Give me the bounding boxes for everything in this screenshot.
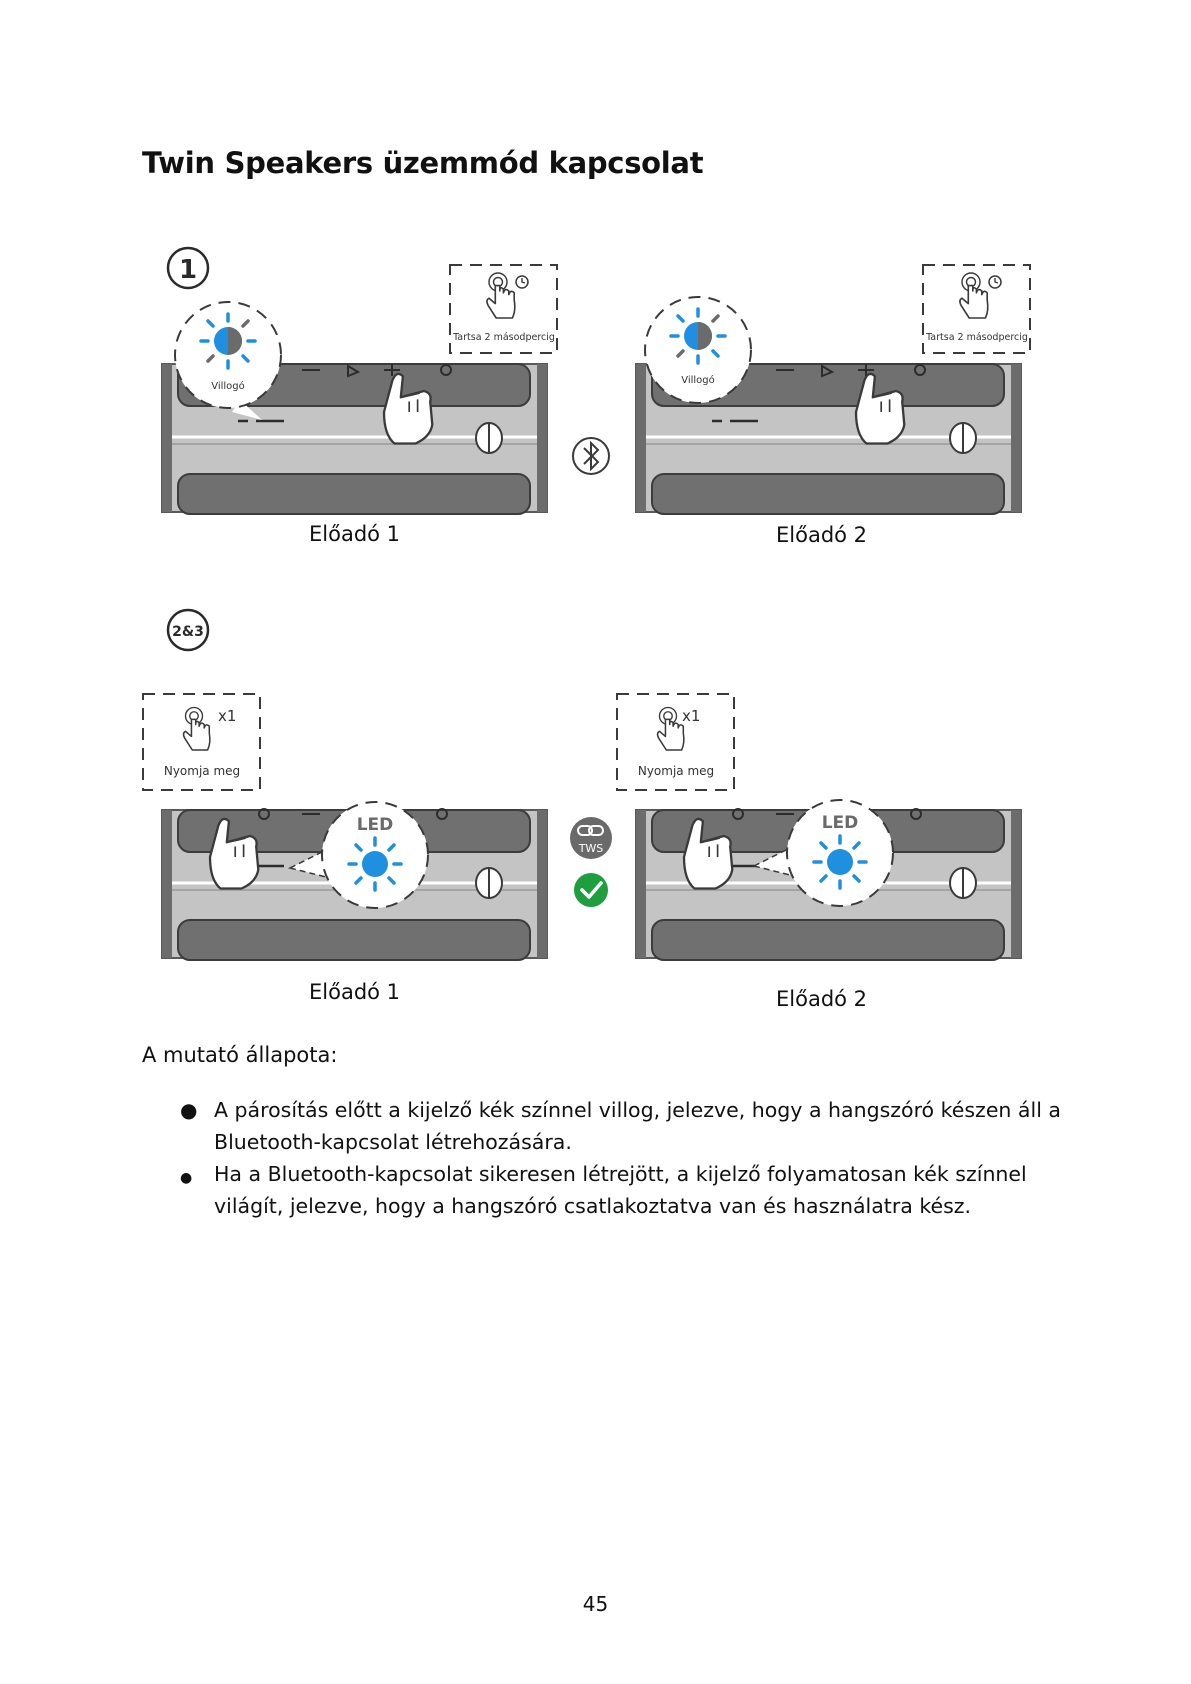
list-item-text: Ha a Bluetooth-kapcsolat sikeresen létre… xyxy=(214,1162,1027,1218)
bullet-icon: ● xyxy=(180,1098,198,1122)
press-count-left: x1 xyxy=(218,707,236,725)
indicator-list: ● A párosítás előtt a kijelző kék színne… xyxy=(142,1094,1062,1222)
page-title: Twin Speakers üzemmód kapcsolat xyxy=(142,146,704,180)
caption-speaker-1-step1: Előadó 1 xyxy=(309,522,401,546)
led-half-icon xyxy=(199,312,257,370)
speaker-button-icon xyxy=(475,422,503,454)
bullet-icon: ● xyxy=(180,1170,193,1186)
led-label-left: LED xyxy=(357,815,394,835)
list-item: ● Ha a Bluetooth-kapcsolat sikeresen lét… xyxy=(142,1158,1062,1222)
step23-badge: 2&3 xyxy=(166,608,210,652)
step23-badge-label: 2&3 xyxy=(172,624,204,640)
tws-link-icon: TWS xyxy=(570,817,612,859)
blink-label-left: Villogó xyxy=(211,380,245,392)
press-label-left: Nyomja meg xyxy=(164,764,240,778)
press-callout-left: x1 Nyomja meg xyxy=(142,693,261,791)
page-number: 45 xyxy=(582,1592,609,1616)
hold-callout-left: Tartsa 2 másodpercig xyxy=(449,264,558,354)
led-on-icon xyxy=(812,834,868,890)
caption-speaker-1-step23: Előadó 1 xyxy=(309,980,401,1004)
led-half-icon xyxy=(669,307,727,365)
hold-callout-right: Tartsa 2 másodpercig xyxy=(922,264,1031,354)
press-callout-right: x1 Nyomja meg xyxy=(616,693,735,791)
blink-bubble-right: Villogó xyxy=(644,296,752,404)
press-label-right: Nyomja meg xyxy=(638,764,714,778)
blink-bubble-left: Villogó xyxy=(174,301,282,420)
list-item-text: A párosítás előtt a kijelző kék színnel … xyxy=(214,1098,1061,1154)
led-bubble-right: LED xyxy=(751,799,894,907)
tws-label: TWS xyxy=(578,842,604,855)
speaker-2-step1 xyxy=(634,362,1023,516)
led-label-right: LED xyxy=(822,813,859,833)
tws-pairing-figure: 1 xyxy=(142,246,1031,962)
speaker-1-step1 xyxy=(160,362,549,516)
indicator-heading: A mutató állapota: xyxy=(142,1043,338,1067)
blink-label-right: Villogó xyxy=(681,374,715,386)
led-bubble-left: LED xyxy=(287,801,429,909)
caption-speaker-2-step23: Előadó 2 xyxy=(776,987,868,1011)
step1-badge: 1 xyxy=(166,246,210,290)
step1-badge-label: 1 xyxy=(179,255,197,285)
list-item: ● A párosítás előtt a kijelző kék színne… xyxy=(142,1094,1062,1158)
led-on-icon xyxy=(347,836,403,892)
bluetooth-icon xyxy=(572,437,610,475)
check-icon xyxy=(574,873,608,907)
clock-icon xyxy=(515,275,529,289)
caption-speaker-2-step1: Előadó 2 xyxy=(776,523,868,547)
press-count-right: x1 xyxy=(682,707,700,725)
hold-label-right: Tartsa 2 másodpercig xyxy=(925,332,1028,343)
hold-label-left: Tartsa 2 másodpercig xyxy=(452,332,555,343)
clock-icon xyxy=(988,275,1002,289)
